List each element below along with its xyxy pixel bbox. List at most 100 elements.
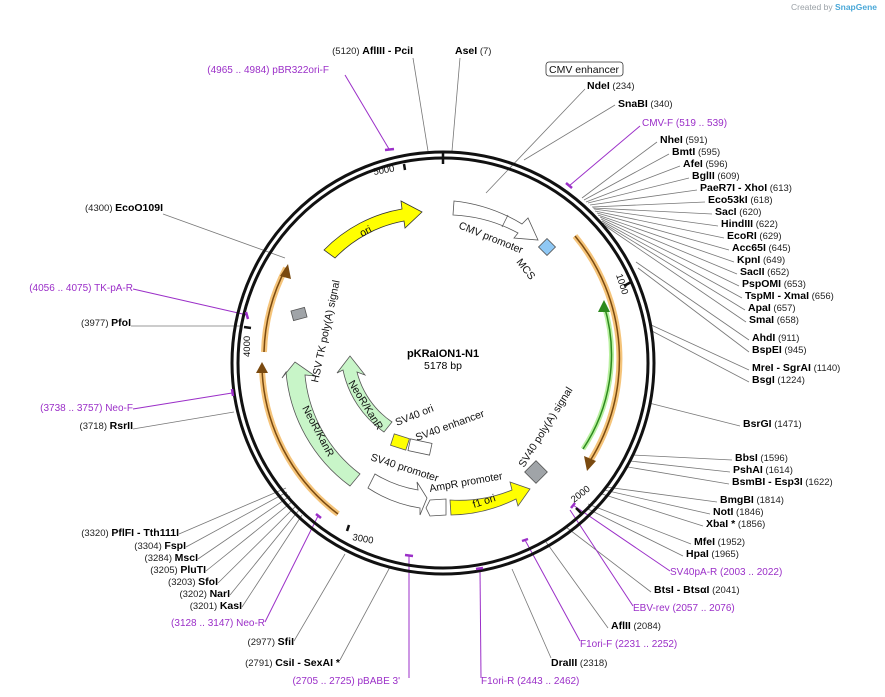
primer-line-pbr322ori-f (344, 74, 390, 150)
feature-sv40-polya (524, 460, 548, 484)
primer-mark-pbabe (404, 553, 414, 558)
enzyme-label-btsi: BtsI - BtsαI (2041) (654, 584, 740, 596)
enzyme-line-apai (602, 222, 746, 311)
enzyme-label-mfei: MfeI (1952) (694, 536, 745, 548)
feature-ori (323, 200, 423, 259)
enzyme-line-afei (585, 165, 681, 203)
primer-label-neo-f: (3738 .. 3757) Neo-F (40, 403, 133, 414)
enzyme-label-asei: AseI (7) (455, 45, 491, 57)
sv40-ori-label: SV40 ori (394, 403, 436, 429)
enzyme-label-fspi: (3304) FspI (134, 540, 186, 552)
enzyme-line-bsgi (649, 329, 750, 383)
cmv-promoter-divider (501, 214, 509, 228)
primer-label-ebv-rev: EBV-rev (2057 .. 2076) (633, 603, 735, 614)
primer-label-pbabe-3: (2705 .. 2725) pBABE 3' (292, 676, 400, 687)
enzyme-label-eco53ki: Eco53kI (618) (708, 194, 773, 206)
watermark-prefix: Created by (790, 2, 833, 12)
enzyme-label-ahdi: AhdI (911) (752, 332, 799, 344)
enzyme-line-btsi (565, 526, 652, 593)
enzyme-line-noti (603, 489, 711, 515)
enzyme-label-aflii: AflII (2084) (611, 620, 661, 632)
enzyme-label-hindiii: HindIII (622) (721, 218, 778, 230)
connector-lines (131, 57, 750, 661)
primer-line-neo-f (132, 392, 233, 410)
primer-label-pbr322ori-f: (4965 .. 4984) pBR322ori-F (207, 65, 329, 76)
primer-mark-tk-pa-r (244, 311, 250, 320)
cmv-enhancer-box (545, 61, 624, 77)
enzyme-label-xbai: XbaI * (1856) (706, 518, 765, 530)
enzyme-line-ecoo109i (162, 213, 286, 259)
feature-neokanr-inner (336, 355, 393, 433)
tick-3000 (345, 524, 351, 532)
enzyme-label-csii: (2791) CsiI - SexAI * (245, 657, 341, 669)
enzyme-label-sfii: (2977) SfiI (248, 636, 295, 648)
cmv-enhancer-callout: CMV enhancer (545, 61, 624, 77)
feature-arc-right-orange-line (574, 235, 621, 462)
primer-mark-cmv-f (565, 182, 573, 189)
enzyme-label-bsrgi: BsrGI (1471) (743, 418, 802, 430)
enzyme-line-eco53ki (591, 201, 706, 208)
enzyme-label-smai: SmaI (658) (749, 314, 799, 326)
enzyme-line-mfei (587, 503, 692, 545)
primer-mark-neo-r (315, 513, 322, 519)
primer-label-neo-r: (3128 .. 3147) Neo-R (171, 618, 265, 629)
enzyme-label-kasi: (3201) KasI (190, 600, 242, 612)
feature-f1-ori (449, 481, 531, 516)
enzyme-line-ecori (594, 210, 725, 239)
primer-mark-f1ori-f (521, 537, 529, 543)
tick-5000 (402, 163, 407, 171)
enzyme-line-acc65i (596, 212, 730, 251)
enzyme-label-ndei: NdeI (234) (587, 80, 635, 92)
enzyme-line-rsrii (132, 411, 235, 430)
plasmid-name: pKRaION1-N1 (407, 348, 479, 360)
enzyme-label-bmti: BmtI (595) (672, 146, 720, 158)
enzyme-label-pflfi: (3320) PflFI - Tth111I (81, 527, 179, 539)
enzyme-line-msci (197, 495, 291, 560)
primer-line-f1ori-r (479, 568, 482, 679)
enzyme-line-tspmi (601, 220, 743, 299)
arrowhead-right-orange (584, 456, 596, 471)
enzyme-line-ahdi (635, 261, 750, 341)
feature-ampr-promoter (425, 498, 447, 517)
enzyme-label-ecoo109i: (4300) EcoO109I (85, 202, 163, 214)
enzyme-line-pspomi (600, 218, 740, 287)
enzyme-line-snabi (523, 104, 616, 161)
feature-cmv-promoter (452, 200, 539, 241)
arrowhead-left-orange-2 (256, 362, 268, 373)
primer-line-ebv-rev (569, 509, 634, 607)
enzyme-label-acc65i: Acc65I (645) (732, 242, 791, 254)
enzyme-label-bbsi: BbsI (1596) (735, 452, 788, 464)
enzyme-line-nari (229, 509, 300, 596)
enzyme-label-pluti: (3205) PluTI (150, 564, 206, 576)
enzyme-line-draiii (511, 568, 552, 659)
tick-1000 (623, 280, 632, 288)
enzyme-label-bsmbi: BsmBI - Esp3I (1622) (732, 476, 833, 488)
feature-sv40-promoter (367, 473, 428, 516)
primer-connector-lines (132, 74, 671, 679)
enzyme-label-rsrii: (3718) RsrII (80, 420, 134, 432)
arrowhead-green (598, 300, 610, 312)
tick-2000 (575, 507, 583, 515)
enzyme-line-pluti (205, 500, 294, 572)
enzyme-label-ecori: EcoRI (629) (727, 230, 782, 242)
enzyme-label-snabi: SnaBI (340) (618, 98, 673, 110)
enzyme-line-bspei (637, 267, 750, 353)
primer-label-sv40pa-r: SV40pA-R (2003 .. 2022) (670, 567, 782, 578)
enzyme-line-pflfi (178, 487, 287, 535)
primer-line-tk-pa-r (132, 288, 248, 316)
primer-line-neo-r (264, 515, 319, 623)
enzyme-line-fspi (185, 491, 288, 548)
feature-arc-left-orange-1 (261, 266, 289, 353)
enzyme-label-sfoi: (3203) SfoI (168, 576, 218, 588)
primer-line-f1ori-f (524, 539, 581, 642)
enzyme-line-bsrgi (648, 402, 741, 427)
enzyme-line-aflii (545, 541, 609, 629)
enzyme-label-nhei: NheI (591) (660, 134, 708, 146)
enzyme-label-sacii: SacII (652) (740, 266, 789, 278)
feature-neokanr-outer (281, 361, 361, 487)
arrowhead-left-orange-1 (280, 264, 291, 279)
primer-label-f1ori-r: F1ori-R (2443 .. 2462) (481, 676, 579, 687)
enzyme-label-msci: (3284) MscI (145, 552, 199, 564)
enzyme-line-csii (339, 566, 391, 661)
feature-sv40-enhancer (407, 438, 433, 456)
